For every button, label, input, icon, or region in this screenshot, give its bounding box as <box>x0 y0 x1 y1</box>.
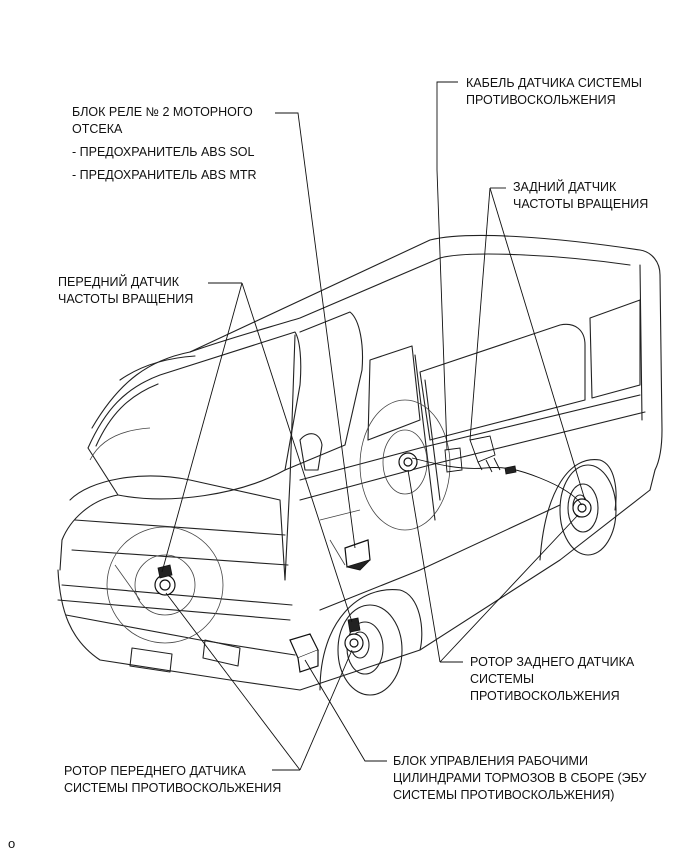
front-rotor-line1: РОТОР ПЕРЕДНЕГО ДАТЧИКА <box>64 764 246 778</box>
rear-rotor-label: РОТОР ЗАДНЕГО ДАТЧИКА СИСТЕМЫ ПРОТИВОСКО… <box>470 654 634 705</box>
actuator-line2: ЦИЛИНДРАМИ ТОРМОЗОВ В СБОРЕ (ЭБУ <box>393 771 647 785</box>
van-body-outline <box>57 234 663 696</box>
rear-speed-sensor-line2: ЧАСТОТЫ ВРАЩЕНИЯ <box>513 197 649 211</box>
rear-rotor-line3: ПРОТИВОСКОЛЬЖЕНИЯ <box>470 689 620 703</box>
rear-rotor-line2: СИСТЕМЫ <box>470 672 535 686</box>
sensor-cable-line1: КАБЕЛЬ ДАТЧИКА СИСТЕМЫ <box>466 76 642 90</box>
actuator-label: БЛОК УПРАВЛЕНИЯ РАБОЧИМИ ЦИЛИНДРАМИ ТОРМ… <box>393 753 646 804</box>
front-rotor-label: РОТОР ПЕРЕДНЕГО ДАТЧИКА СИСТЕМЫ ПРОТИВОС… <box>64 763 281 797</box>
relay-block-line1: БЛОК РЕЛЕ № 2 МОТОРНОГО <box>72 105 253 119</box>
sensor-cable-line2: ПРОТИВОСКОЛЬЖЕНИЯ <box>466 93 616 107</box>
front-speed-sensor-label: ПЕРЕДНИЙ ДАТЧИК ЧАСТОТЫ ВРАЩЕНИЯ <box>58 274 193 308</box>
front-rotor-line2: СИСТЕМЫ ПРОТИВОСКОЛЬЖЕНИЯ <box>64 781 282 795</box>
rear-rotor-line1: РОТОР ЗАДНЕГО ДАТЧИКА <box>470 655 635 669</box>
relay-block-label: БЛОК РЕЛЕ № 2 МОТОРНОГО ОТСЕКА - ПРЕДОХР… <box>72 104 257 184</box>
relay-block-fuse2: - ПРЕДОХРАНИТЕЛЬ ABS MTR <box>72 168 257 182</box>
front-speed-sensor-line2: ЧАСТОТЫ ВРАЩЕНИЯ <box>58 292 194 306</box>
corner-mark: o <box>8 836 16 851</box>
relay-block-fuse1: - ПРЕДОХРАНИТЕЛЬ ABS SOL <box>72 145 255 159</box>
rear-speed-sensor-line1: ЗАДНИЙ ДАТЧИК <box>513 180 617 194</box>
front-speed-sensor-line1: ПЕРЕДНИЙ ДАТЧИК <box>58 275 179 289</box>
actuator-line3: СИСТЕМЫ ПРОТИВОСКОЛЬЖЕНИЯ) <box>393 788 615 802</box>
leader-lines <box>161 81 586 771</box>
abs-components <box>154 435 592 673</box>
actuator-line1: БЛОК УПРАВЛЕНИЯ РАБОЧИМИ <box>393 754 588 768</box>
relay-block-line2: ОТСЕКА <box>72 122 123 136</box>
rear-speed-sensor-label: ЗАДНИЙ ДАТЧИК ЧАСТОТЫ ВРАЩЕНИЯ <box>513 179 648 213</box>
sensor-cable-label: КАБЕЛЬ ДАТЧИКА СИСТЕМЫ ПРОТИВОСКОЛЬЖЕНИЯ <box>466 75 642 109</box>
